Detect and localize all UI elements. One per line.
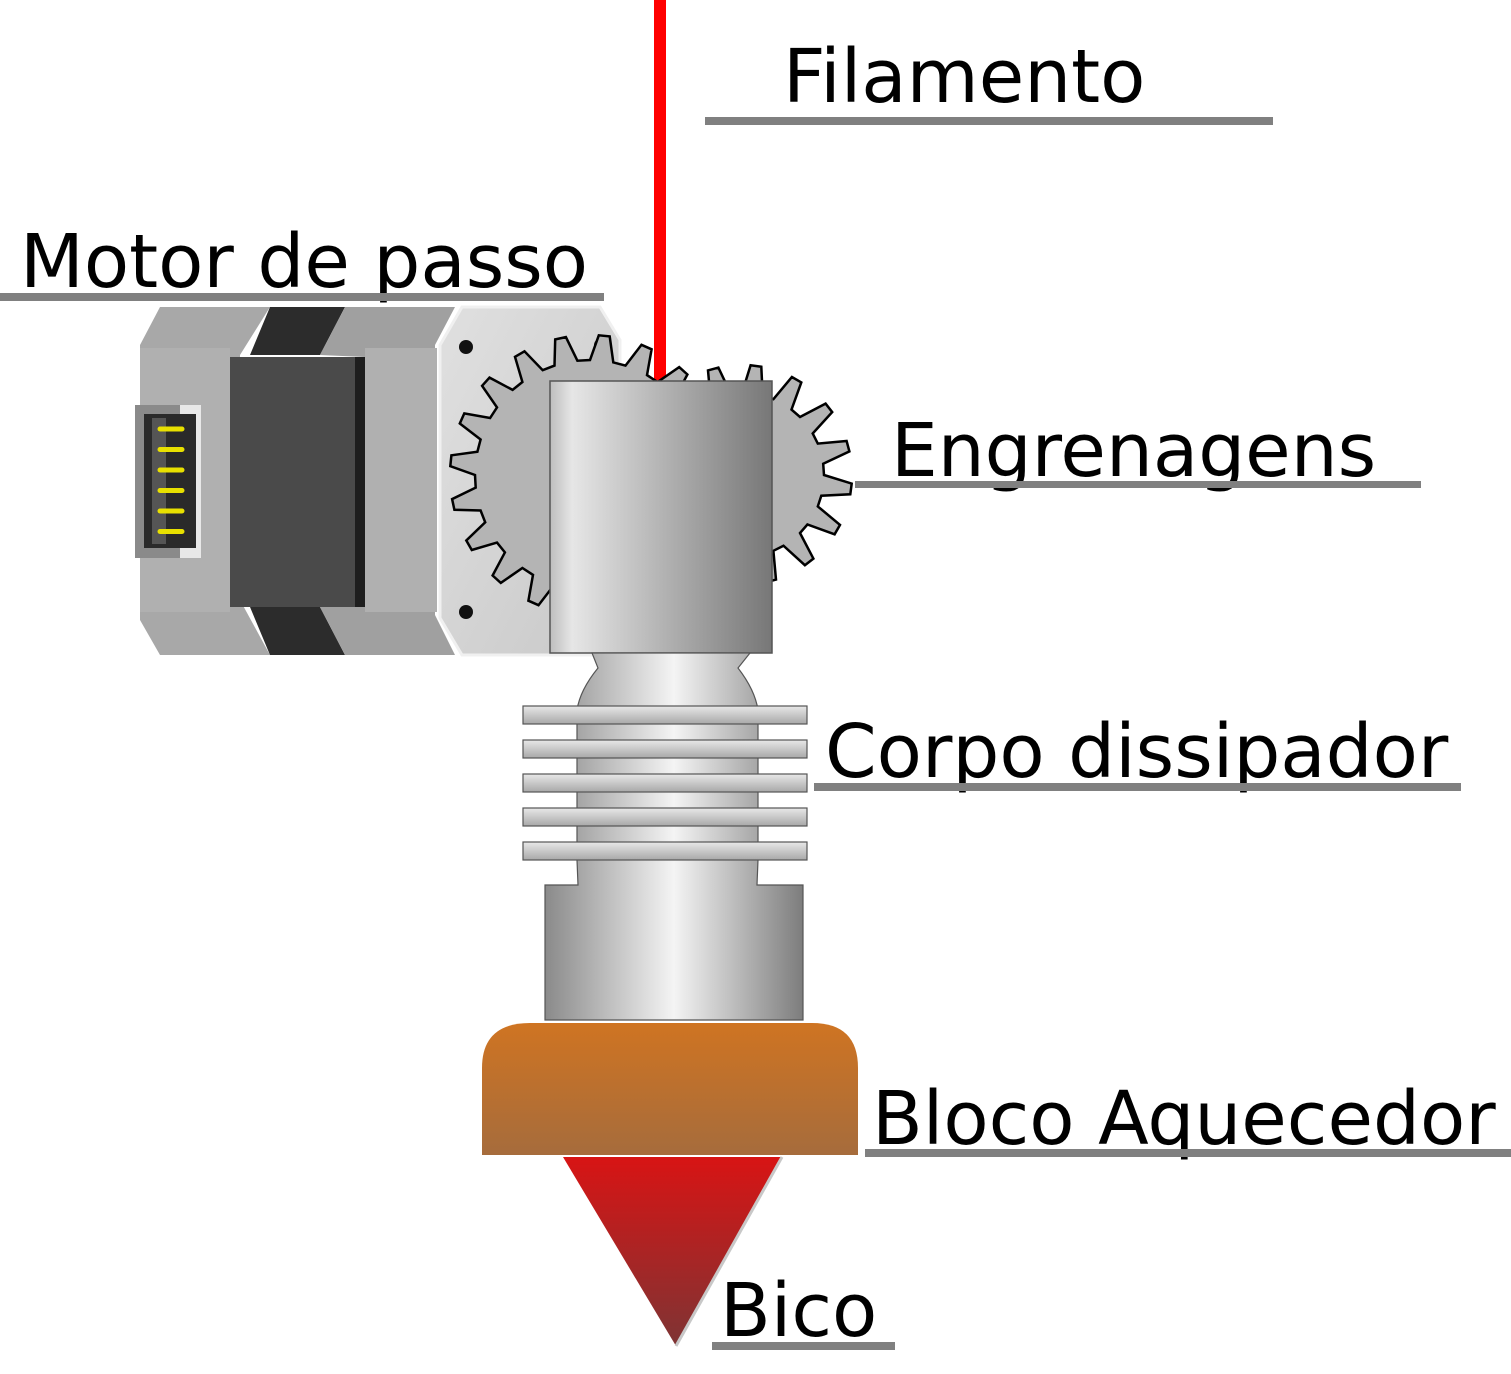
label-stepper-motor: Motor de passo xyxy=(0,219,604,305)
heatsink-fin xyxy=(522,739,808,759)
label-nozzle: Bico xyxy=(712,1268,895,1354)
label-heater-block: Bloco Aquecedor xyxy=(865,1076,1511,1162)
stepper-motor xyxy=(135,305,622,657)
heater-block xyxy=(482,1023,858,1155)
motor-band xyxy=(230,357,365,607)
leader-line xyxy=(705,117,1273,125)
leader-line xyxy=(0,293,604,301)
heatsink-fin xyxy=(522,773,808,793)
label-filament-text: Filamento xyxy=(783,34,1145,120)
leader-line xyxy=(712,1342,895,1350)
label-nozzle-text: Bico xyxy=(720,1268,877,1354)
filament-strand xyxy=(654,0,666,385)
label-heatsink: Corpo dissipador xyxy=(814,709,1461,795)
label-gears-text: Engrenagens xyxy=(891,408,1376,494)
heatsink-fin xyxy=(522,807,808,827)
label-stepper-motor-text: Motor de passo xyxy=(20,219,588,305)
leader-line xyxy=(814,783,1461,791)
nozzle xyxy=(563,1157,782,1346)
extruder-body xyxy=(549,380,773,654)
mount-hole xyxy=(459,340,473,354)
leader-line xyxy=(855,481,1421,488)
mount-hole xyxy=(459,605,473,619)
label-heatsink-text: Corpo dissipador xyxy=(825,709,1449,795)
label-gears: Engrenagens xyxy=(855,408,1421,494)
label-filament: Filamento xyxy=(705,34,1273,125)
leader-line xyxy=(865,1149,1511,1157)
heatsink-fin xyxy=(522,841,808,861)
connector-pins xyxy=(157,426,185,534)
label-heater-block-text: Bloco Aquecedor xyxy=(872,1076,1496,1162)
heatsink xyxy=(522,652,808,1021)
heatsink-fin xyxy=(522,705,808,725)
